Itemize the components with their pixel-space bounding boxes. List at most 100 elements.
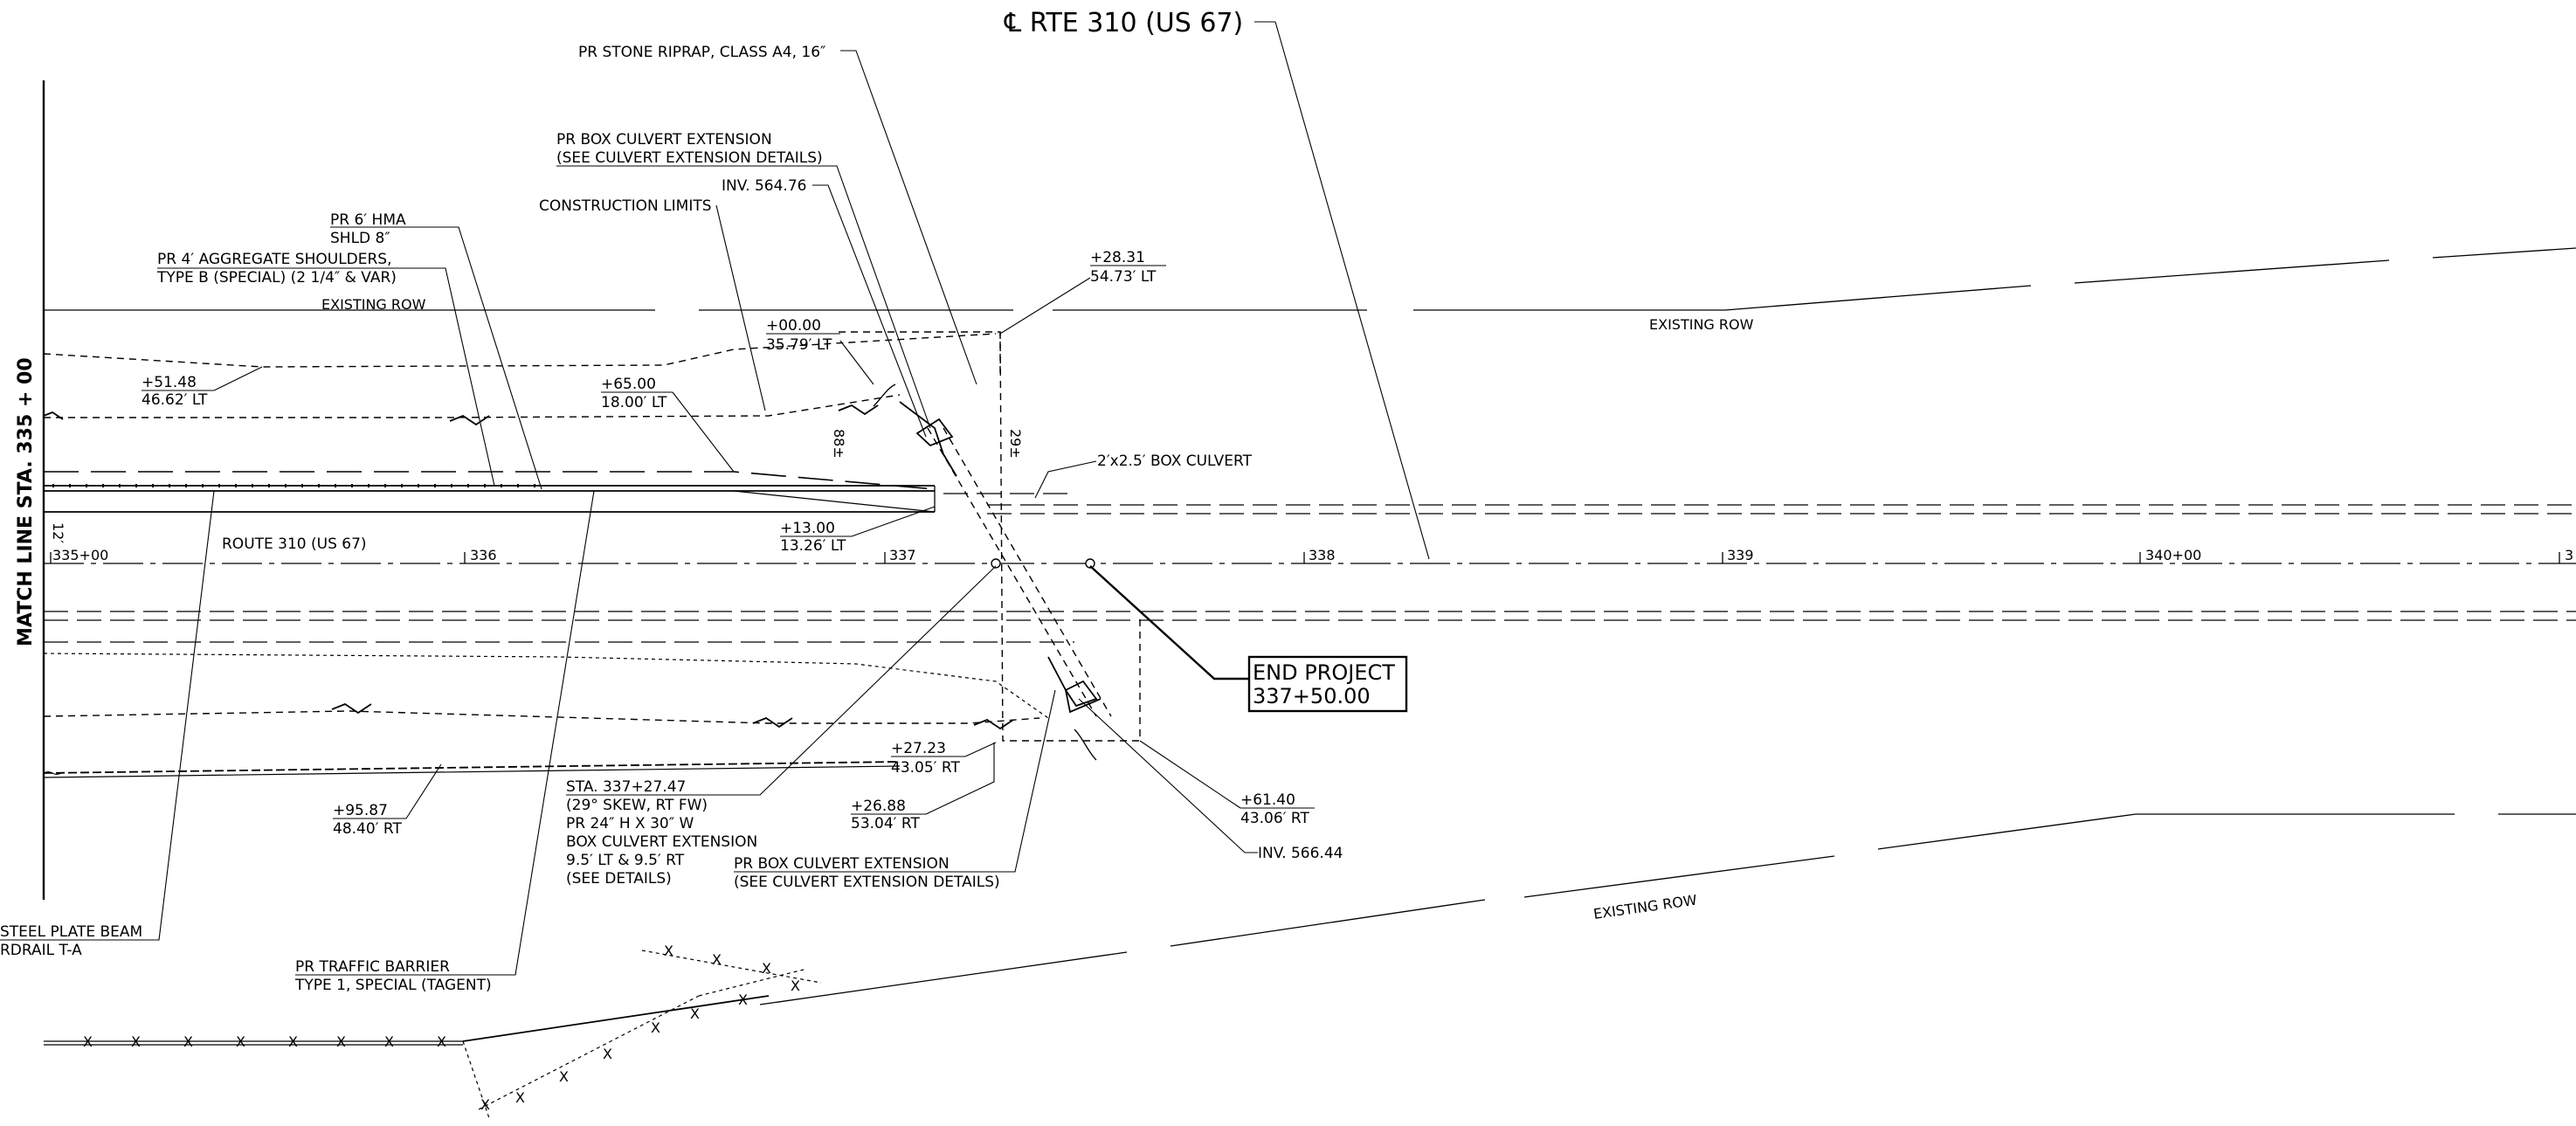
inv-top-leader [812,184,927,438]
fence-x-mark: X [384,1033,394,1050]
agg-shoulder-label-1: PR 4′ AGGREGATE SHOULDERS, [157,251,392,268]
end-project-callout: END PROJECT 337+50.00 [1089,565,1408,713]
offset-callout: +28.31 54.73′ LT [999,249,1166,335]
match-line: MATCH LINE STA. 335 + 00 [15,80,45,900]
dim-29-label: 29± [1007,429,1024,459]
fence-x-mark: X [288,1033,298,1050]
barrier-label-2: TYPE 1, SPECIAL (TAGENT) [294,977,492,994]
fence-x-mark: X [515,1089,525,1106]
offset-callout: +61.40 43.06′ RT [1139,740,1315,827]
agg-shoulder-label-2: TYPE B (SPECIAL) (2 1/4″ & VAR) [156,269,397,287]
inv-bottom-label: INV. 566.44 [1258,845,1343,862]
fence-x-mark: X [480,1096,490,1113]
box-culvert-label: 2′x2.5′ BOX CULVERT [1097,452,1253,470]
fence-x-mark: X [83,1033,93,1050]
flow-arrows [43,404,1014,730]
svg-text:+65.00: +65.00 [601,376,656,393]
construction-limits-label: CONSTRUCTION LIMITS [539,197,712,215]
match-line-label: MATCH LINE STA. 335 + 00 [15,357,37,646]
svg-text:PR 24″ H X 30″ W: PR 24″ H X 30″ W [566,815,694,832]
inv-top-label: INV. 564.76 [722,177,806,195]
existing-row-label-3: EXISTING ROW [1592,892,1698,922]
offset-callout: +13.00 13.26′ LT [780,506,936,555]
title-leader-line [1274,21,1430,560]
guardrail-leader [0,490,215,941]
existing-row-top [44,247,2576,311]
svg-text:35.79′ LT: 35.79′ LT [766,336,832,354]
roadway-bottom [43,653,1049,778]
svg-text:9.5′ LT & 9.5′ RT: 9.5′ LT & 9.5′ RT [566,852,685,869]
fence-lines [44,950,822,1119]
offset-callout: +00.00 35.79′ LT [766,317,874,385]
svg-text:53.04′ RT: 53.04′ RT [851,815,921,832]
roadway-top [43,333,997,513]
end-project-line2: 337+50.00 [1253,684,1371,708]
end-project-line1: END PROJECT [1253,660,1395,685]
box-culvert [839,331,1141,761]
svg-text:STA. 337+27.47: STA. 337+27.47 [566,778,686,796]
fence-x-mark: X [690,1005,700,1022]
hma-label-2: SHLD 8″ [330,230,390,247]
svg-text:46.62′ LT: 46.62′ LT [142,391,208,409]
dim-12-label: 12′ [50,522,66,543]
fence-x-mark: X [336,1033,346,1050]
culvert-note: STA. 337+27.47 (29° SKEW, RT FW) PR 24″ … [566,565,997,888]
svg-text:+51.48: +51.48 [142,374,197,391]
svg-text:(SEE DETAILS): (SEE DETAILS) [566,870,672,888]
station-336: 336 [470,547,497,563]
station-341: 3 [2565,547,2573,563]
fence-x-mark: X [437,1033,446,1050]
svg-text:13.26′ LT: 13.26′ LT [780,537,846,555]
svg-text:43.06′ RT: 43.06′ RT [1240,810,1310,827]
box-culvert-leader [1034,460,1097,499]
fence-x-mark: X [712,951,722,968]
svg-text:+28.31: +28.31 [1090,249,1145,266]
svg-text:+27.23: +27.23 [891,740,946,757]
fence-x-mark: X [131,1033,141,1050]
offset-callout: +26.88 53.04′ RT [851,743,995,832]
svg-text:(29° SKEW, RT FW): (29° SKEW, RT FW) [566,797,708,814]
box-ext-top-label-2: (SEE CULVERT EXTENSION DETAILS) [556,149,823,167]
hma-leader [330,226,542,490]
svg-text:+95.87: +95.87 [333,802,388,819]
dim-88-label: 88± [831,429,847,459]
offset-callout: +51.48 46.62′ LT [142,366,263,409]
agg-shoulder-leader [157,267,495,487]
station-340: 340+00 [2145,547,2201,563]
station-335: 335+00 [52,547,108,563]
svg-text:(SEE CULVERT EXTENSION DETAILS: (SEE CULVERT EXTENSION DETAILS) [734,874,1000,891]
drawing-title: ℄ RTE 310 (US 67) [1004,8,1243,38]
fence-x-mark: X [651,1019,660,1036]
station-339: 339 [1727,547,1754,563]
construction-limits-leader [715,204,766,411]
svg-text:48.40′ RT: 48.40′ RT [333,820,403,838]
svg-text:54.73′ LT: 54.73′ LT [1090,268,1157,286]
svg-text:+26.88: +26.88 [851,798,906,815]
fence-x-mark: X [236,1033,245,1050]
fence-x-mark: X [559,1068,569,1085]
stone-riprap-leader [840,50,977,385]
fence-x-mark: X [762,960,771,977]
existing-row-label-1: EXISTING ROW [321,296,426,313]
box-ext-top-label-1: PR BOX CULVERT EXTENSION [556,131,772,149]
svg-text:PR BOX CULVERT EXTENSION: PR BOX CULVERT EXTENSION [734,855,950,873]
svg-text:43.05′ RT: 43.05′ RT [891,759,961,777]
svg-text:18.00′ LT: 18.00′ LT [601,394,667,411]
svg-text:+13.00: +13.00 [780,520,835,537]
guardrail-label-1: STEEL PLATE BEAM [0,923,142,941]
stone-riprap-label: PR STONE RIPRAP, CLASS A4, 16″ [578,44,825,61]
offset-callout: +27.23 43.05′ RT [891,740,997,777]
barrier-label-1: PR TRAFFIC BARRIER [295,958,450,976]
box-ext-bottom-note: PR BOX CULVERT EXTENSION (SEE CULVERT EX… [734,689,1056,891]
lane-lines [44,493,2576,643]
offset-callout: +95.87 48.40′ RT [333,763,442,838]
fence-x-mark: X [791,977,800,994]
svg-text:+00.00: +00.00 [766,317,821,335]
fence-x-mark: X [664,943,673,959]
existing-row-bottom [759,813,2576,1005]
guardrail-label-2: RDRAIL T-A [0,942,82,959]
svg-text:BOX CULVERT EXTENSION: BOX CULVERT EXTENSION [566,833,757,851]
station-ticks [50,552,2560,563]
route-label: ROUTE 310 (US 67) [222,535,367,553]
